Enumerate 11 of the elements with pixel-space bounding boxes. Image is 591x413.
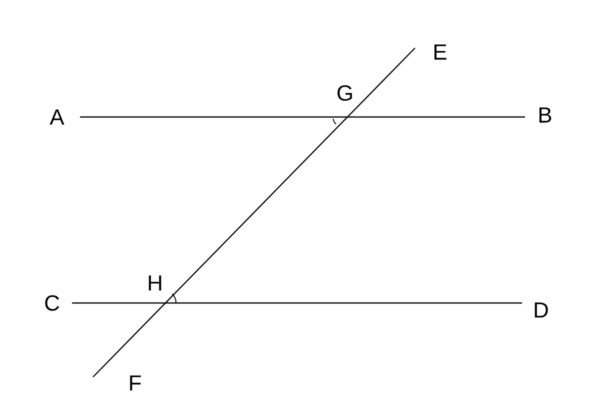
- line: [92, 48, 416, 378]
- point-label: F: [130, 375, 141, 391]
- point-label: C: [45, 295, 60, 311]
- point-label: D: [534, 302, 548, 318]
- point-label: A: [50, 109, 64, 125]
- point-label: B: [539, 107, 552, 123]
- point-label: E: [434, 44, 446, 60]
- line: [80, 116, 525, 118]
- point-label: G: [338, 85, 352, 101]
- point-label: H: [148, 275, 162, 291]
- line: [72, 302, 522, 304]
